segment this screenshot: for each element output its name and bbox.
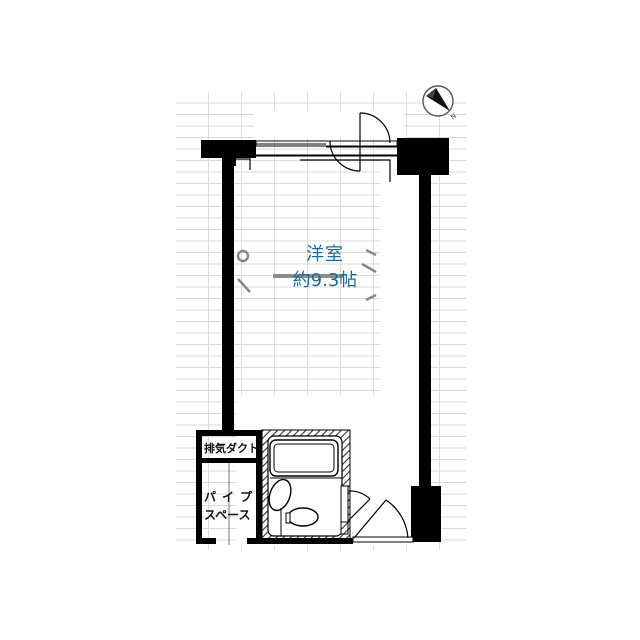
door-top xyxy=(329,112,391,172)
unit-bath xyxy=(261,429,351,543)
wall-left xyxy=(222,156,234,430)
window-top xyxy=(255,140,398,157)
door-entrance xyxy=(353,499,409,539)
pipe-space-line1: パイプ xyxy=(204,490,259,504)
exhaust-duct-label: 排気ダクト xyxy=(204,442,259,455)
pipe-space-line2: スペース xyxy=(204,508,251,522)
sink xyxy=(268,478,292,512)
toilet xyxy=(287,507,319,527)
room-label-western: 洋室 約9.3帖 xyxy=(270,244,380,292)
pipe-space-label: パイプ スペース xyxy=(204,488,258,524)
bathtub xyxy=(269,439,339,477)
compass-icon: N xyxy=(422,85,458,122)
column-top-right xyxy=(397,138,449,175)
wall-bottom xyxy=(247,538,353,544)
door-bath xyxy=(347,490,371,522)
room-label-bar xyxy=(273,274,343,278)
wall-right xyxy=(419,172,431,490)
room-area: 約9.3帖 xyxy=(292,270,358,291)
column-bottom-right xyxy=(411,486,441,542)
compass-north-label: N xyxy=(449,112,458,122)
room-name: 洋室 xyxy=(306,244,344,265)
